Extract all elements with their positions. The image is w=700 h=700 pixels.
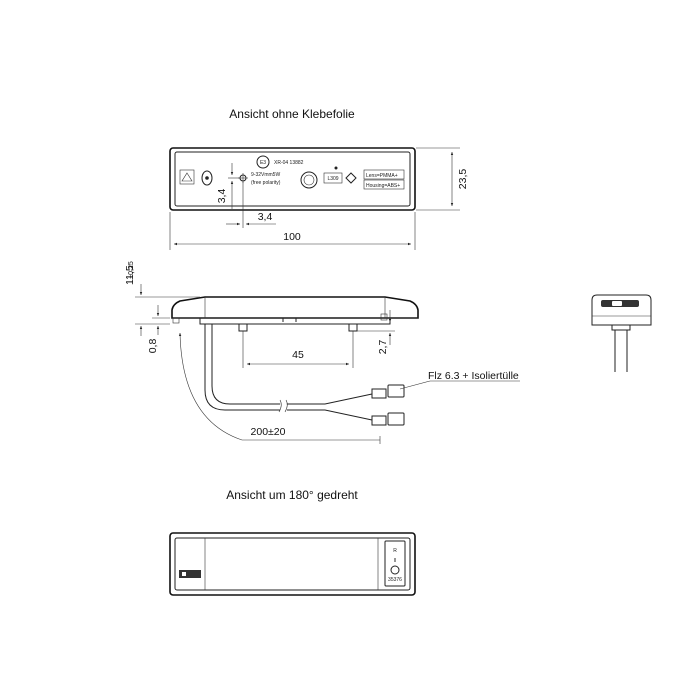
svg-text:R: R — [393, 548, 397, 554]
connector-upper — [371, 384, 405, 399]
ce-mark-icon — [201, 170, 213, 186]
approval-mark-icon: E3 — [256, 155, 270, 169]
end-view — [591, 294, 652, 372]
svg-text:3,4: 3,4 — [216, 189, 228, 204]
bottom-view-housing — [169, 532, 416, 596]
dim-pin-height-2-7: 2,7 — [357, 310, 395, 354]
connector-label: Flz 6.3 + Isoliertülle — [428, 370, 519, 382]
marker-dot — [334, 166, 338, 170]
voltage-text: 9-32Vmm5W — [251, 172, 280, 178]
model-box: L309 — [323, 172, 343, 184]
svg-text:200±20: 200±20 — [251, 426, 286, 438]
material-box: Lens=PMMA+ Housing=ABS+ — [363, 169, 405, 190]
svg-text:23,5: 23,5 — [457, 169, 469, 190]
led-bumps — [172, 313, 388, 324]
diamond-icon — [345, 172, 357, 184]
svg-text:E3: E3 — [260, 160, 266, 166]
mounting-pin-left — [238, 323, 248, 332]
svg-text:2,7: 2,7 — [377, 340, 389, 355]
svg-text:0,8: 0,8 — [147, 339, 159, 354]
dim-offset-3-4-vertical: 3,4 — [216, 163, 240, 209]
top-view-title: Ansicht ohne Klebefolie — [229, 107, 355, 121]
connector-leader — [399, 380, 520, 390]
brand-logo — [179, 570, 201, 578]
dim-base-0-8: 0,8 — [147, 305, 170, 353]
warning-triangle-icon — [179, 169, 195, 185]
dim-offset-3-4-horizontal: 3,4 — [226, 182, 276, 228]
svg-text:100: 100 — [283, 231, 301, 243]
dim-height-23-5: 23,5 — [416, 147, 469, 211]
approval-text: XR-04 13882 — [274, 160, 304, 166]
top-view-housing — [169, 147, 416, 211]
svg-text:45: 45 — [292, 349, 304, 361]
polarity-text: (free polarity) — [251, 180, 281, 186]
dim-cable-length: 200±20 — [178, 332, 381, 444]
dim-thickness-11-5: 11,5 ±0,25 — [124, 261, 200, 336]
bottom-view-title: Ansicht um 180° gedreht — [226, 488, 358, 502]
connector-lower — [371, 412, 405, 426]
mounting-pin-right — [348, 323, 358, 332]
svg-text:3,4: 3,4 — [258, 211, 273, 223]
label-plate: R II 35376 — [384, 540, 406, 587]
svg-text:Housing=ABS+: Housing=ABS+ — [366, 183, 400, 189]
svg-text:L309: L309 — [327, 176, 338, 182]
dim-pin-spacing-45: 45 — [242, 331, 354, 368]
svg-text:Lens=PMMA+: Lens=PMMA+ — [366, 173, 398, 179]
cable — [204, 324, 373, 421]
svg-text:II: II — [394, 558, 397, 564]
svg-text:35376: 35376 — [388, 577, 402, 583]
svg-text:11,5: 11,5 — [124, 265, 136, 285]
recycling-seal-icon — [300, 171, 318, 189]
svg-text:±0,25: ±0,25 — [128, 261, 135, 279]
dim-width-100: 100 — [169, 212, 416, 250]
